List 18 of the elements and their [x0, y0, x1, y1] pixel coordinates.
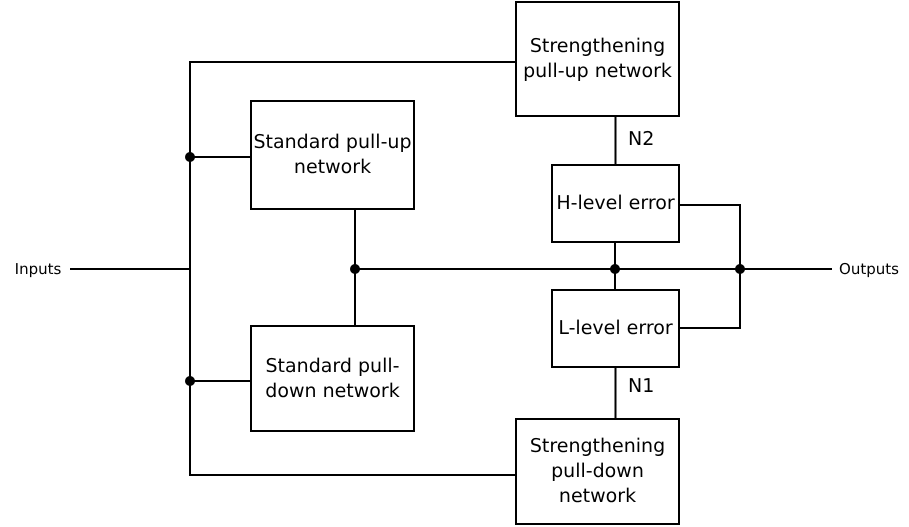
network-box	[515, 418, 680, 525]
io-label: Outputs	[832, 257, 906, 281]
network-box	[551, 289, 680, 368]
box-text: Standard pull-up network	[252, 130, 413, 180]
network-box	[515, 1, 680, 117]
box-text: Strengthening pull-down network	[528, 434, 666, 509]
edge-label: N2	[628, 128, 654, 150]
io-label: Inputs	[6, 257, 70, 281]
network-box	[551, 164, 680, 243]
network-box	[250, 100, 415, 210]
edge-label: N1	[628, 375, 654, 397]
box-text: L-level error	[558, 316, 673, 341]
network-box	[250, 325, 415, 432]
box-text: Strengthening pull-up network	[522, 34, 673, 84]
box-text: Standard pull-down network	[264, 354, 401, 404]
box-text: H-level error	[556, 191, 675, 216]
connector-line	[614, 368, 616, 418]
connector-line	[614, 117, 616, 164]
